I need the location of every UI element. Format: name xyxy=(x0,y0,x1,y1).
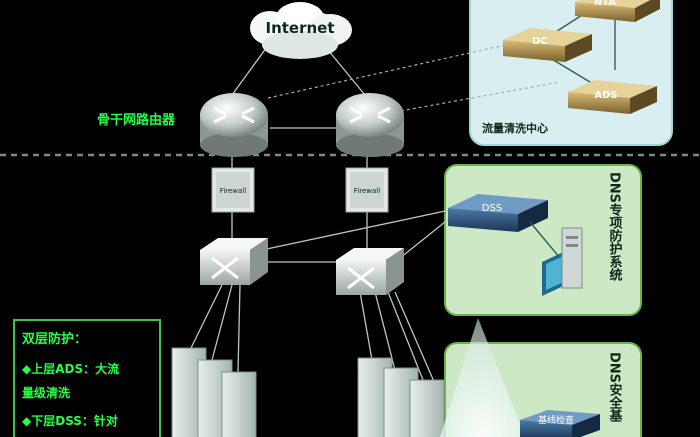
firewall-label: Firewall xyxy=(354,187,380,195)
legend-title: 双层防护： xyxy=(22,331,87,347)
appliance-icon: DSS xyxy=(448,194,548,232)
cloud-icon xyxy=(250,2,352,59)
legend-line-2: 量级清洗 xyxy=(22,385,70,400)
workstation-icon xyxy=(542,227,583,296)
switch-icon xyxy=(336,248,404,295)
appliance-icon: DC xyxy=(503,28,592,62)
cleaning-center-title: 流量清洗中心 xyxy=(482,121,548,135)
appliance-icon: ADS xyxy=(568,80,657,114)
legend-box xyxy=(13,319,161,437)
legend-line-1: ◆上层ADS：大流 xyxy=(22,361,119,376)
firewall-icon: Firewall xyxy=(345,167,389,213)
internet-label: Internet xyxy=(265,19,334,37)
router-icon xyxy=(200,93,268,157)
server-rack-icon xyxy=(171,347,257,437)
server-rack-icon xyxy=(357,357,445,437)
dss-link xyxy=(529,221,561,259)
dotted-links xyxy=(267,44,561,113)
dns-protection-title: DNS专项防护系统 xyxy=(607,172,623,282)
appliance-icon: NTA xyxy=(575,0,660,22)
firewall-icon: Firewall xyxy=(211,167,255,213)
scan-beam xyxy=(440,318,525,437)
backbone-label: 骨干网路由器 xyxy=(97,112,176,128)
baseline-check-label: 基线检查 xyxy=(538,414,574,426)
router-icon xyxy=(336,93,404,157)
legend-line-3: ◆下层DSS：针对 xyxy=(22,413,118,428)
switch-icon xyxy=(200,238,268,285)
dc-label: DC xyxy=(532,36,548,47)
nta-label: NTA xyxy=(594,0,616,8)
firewall-label: Firewall xyxy=(220,187,246,195)
appliance-icon: 基线检查 xyxy=(520,410,600,437)
dns-security-title: DNS安全基 xyxy=(607,352,624,423)
ads-label: ADS xyxy=(594,90,617,101)
dss-label: DSS xyxy=(482,203,502,214)
